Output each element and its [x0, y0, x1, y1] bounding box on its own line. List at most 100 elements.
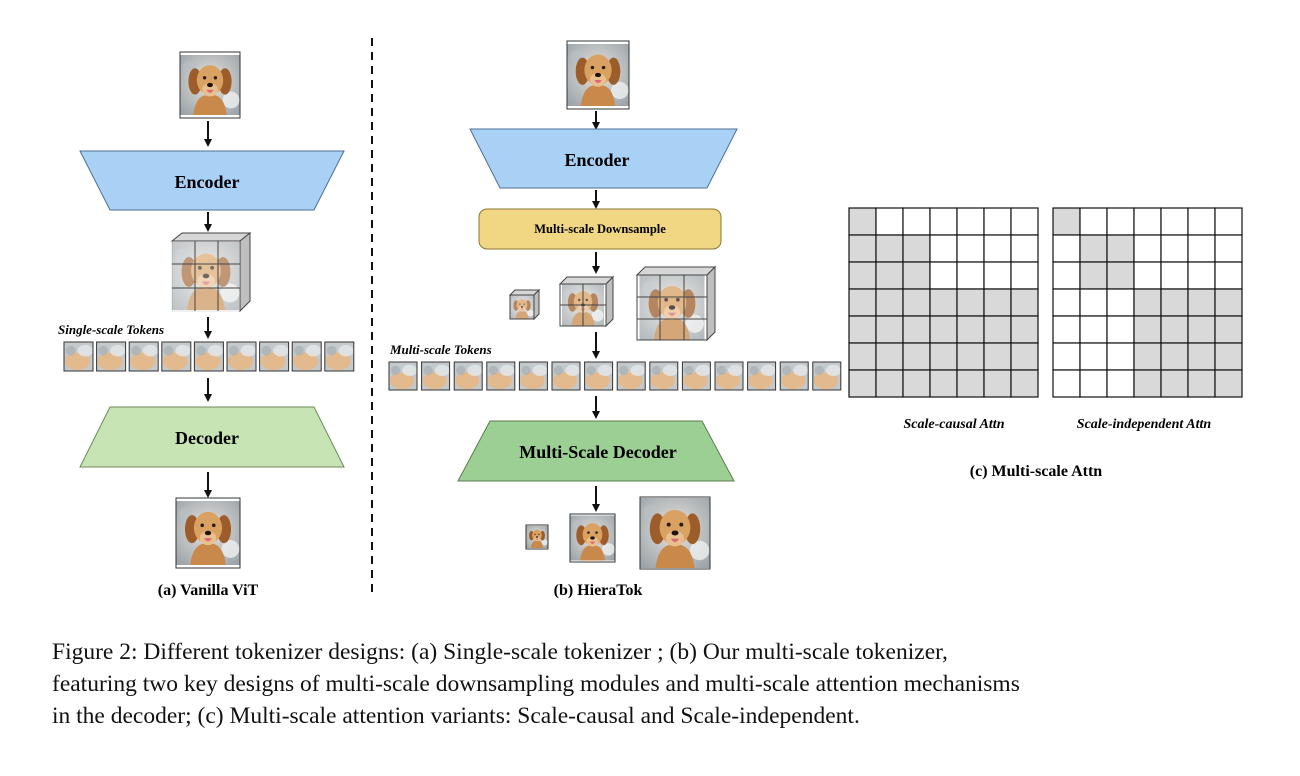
token-patch [454, 362, 483, 390]
decoder-block-a: Decoder [79, 406, 345, 468]
attn-cell-filled [1079, 234, 1108, 263]
token-border [324, 341, 355, 372]
token-border [779, 361, 809, 391]
single-scale-tokens-label: Single-scale Tokens [58, 322, 164, 337]
attn-cell-filled [875, 234, 904, 263]
scale-causal-attn-matrix [848, 207, 1039, 398]
attn-cell-empty [1214, 207, 1243, 236]
attn-cell-filled [1010, 342, 1039, 371]
panel-a: Encoder Single-scale Tokens Decoder (a) … [58, 51, 355, 599]
output-image-large [639, 496, 711, 570]
token-patch [780, 362, 809, 390]
token-patch [812, 362, 841, 390]
attn-cell-filled [1160, 315, 1189, 344]
token-patch [389, 362, 417, 390]
attn-cell-filled [983, 369, 1012, 398]
scale-causal-label: Scale-causal Attn [904, 417, 1005, 432]
attn-cell-empty [1010, 261, 1039, 290]
patch-cube-a [170, 231, 252, 313]
token-border [486, 361, 516, 391]
token-border [518, 361, 548, 391]
attn-cell-filled [1160, 288, 1189, 317]
attn-cell-filled [1187, 369, 1216, 398]
attn-cell-filled [956, 342, 985, 371]
attn-cell-filled [956, 369, 985, 398]
attn-cell-empty [1010, 234, 1039, 263]
panel-b: Encoder Multi-scale Downsample [388, 40, 842, 599]
attn-cell-empty [1133, 234, 1162, 263]
attn-cell-empty [1160, 261, 1189, 290]
caption-line-3: in the decoder; (c) Multi-scale attentio… [52, 703, 860, 729]
attn-cell-empty [1214, 234, 1243, 263]
attn-cell-empty [1079, 288, 1108, 317]
token-border [812, 361, 842, 391]
attn-cell-empty [1079, 369, 1108, 398]
attn-cell-filled [1079, 261, 1108, 290]
panel-c: Scale-causal Attn Scale-independent Attn… [848, 207, 1243, 480]
token-patch [715, 362, 743, 390]
attn-cell-filled [1214, 369, 1243, 398]
attn-cell-empty [1106, 315, 1135, 344]
patch-cube-large [635, 265, 717, 342]
attn-cell-empty [1160, 207, 1189, 236]
attn-cell-empty [1106, 207, 1135, 236]
attn-cell-empty [929, 261, 958, 290]
attn-cell-filled [1214, 342, 1243, 371]
attn-cell-filled [848, 234, 877, 263]
attn-cell-empty [1106, 288, 1135, 317]
token-border [193, 341, 224, 372]
token-border [291, 341, 322, 372]
token-border [226, 341, 257, 372]
attn-cell-empty [956, 261, 985, 290]
token-border [63, 341, 94, 372]
attn-cell-filled [1133, 342, 1162, 371]
svg-text:Decoder: Decoder [175, 428, 239, 448]
token-patch [259, 342, 289, 371]
figure-caption: Figure 2: Different tokenizer designs: (… [52, 636, 1262, 732]
attn-cell-filled [983, 315, 1012, 344]
caption-line-2: featuring two key designs of multi-scale… [52, 671, 1020, 697]
attn-cell-empty [929, 207, 958, 236]
encoder-block-b: Encoder [469, 128, 738, 189]
svg-text:Encoder: Encoder [565, 150, 630, 170]
token-patch [129, 342, 159, 371]
attn-cell-filled [1187, 342, 1216, 371]
attn-cell-empty [1052, 288, 1081, 317]
single-scale-tokens [63, 341, 355, 372]
token-patch [747, 362, 776, 390]
token-patch [161, 342, 191, 371]
multi-scale-tokens [388, 361, 842, 391]
output-image-medium [569, 513, 616, 563]
attn-cell-empty [1106, 342, 1135, 371]
token-patch [227, 342, 256, 371]
token-border [259, 341, 290, 372]
multi-scale-tokens-label: Multi-scale Tokens [389, 342, 492, 357]
caption-b: (b) HieraTok [554, 582, 643, 599]
attn-cell-filled [1052, 207, 1081, 236]
attn-cell-filled [1010, 369, 1039, 398]
attn-cell-filled [1187, 315, 1216, 344]
token-border [649, 361, 679, 391]
token-border [421, 361, 451, 391]
token-border [747, 361, 777, 391]
token-patch [552, 362, 580, 390]
attn-cell-filled [902, 234, 931, 263]
token-border [388, 361, 418, 391]
attn-cell-empty [1010, 207, 1039, 236]
attn-cell-filled [983, 288, 1012, 317]
attn-cell-empty [983, 261, 1012, 290]
attn-cell-empty [902, 207, 931, 236]
attn-cell-filled [848, 288, 877, 317]
attn-cell-empty [1187, 261, 1216, 290]
attn-cell-filled [875, 288, 904, 317]
attn-cell-filled [875, 261, 904, 290]
token-border [96, 341, 127, 372]
attn-cell-filled [848, 369, 877, 398]
attn-cell-empty [1160, 234, 1189, 263]
token-patch [96, 342, 126, 371]
attn-cell-empty [1106, 369, 1135, 398]
attn-cell-filled [902, 288, 931, 317]
attn-cell-empty [1133, 207, 1162, 236]
svg-text:Encoder: Encoder [175, 172, 240, 192]
